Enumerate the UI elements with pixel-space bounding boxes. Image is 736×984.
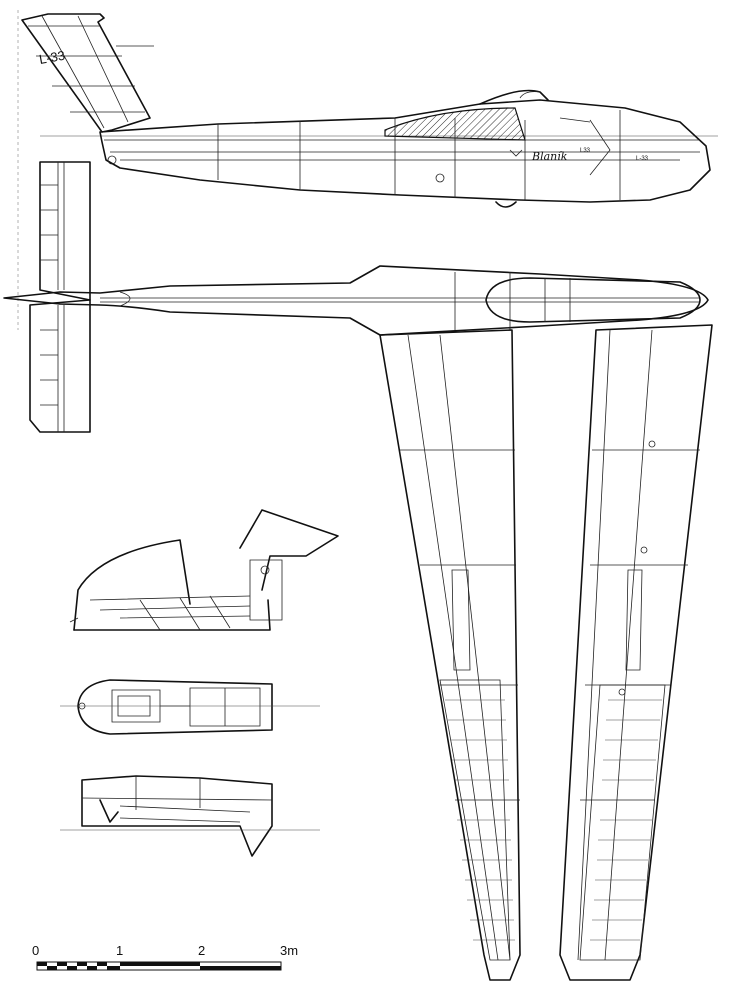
scale-label-3m: 3m [280, 943, 298, 958]
cockpit-side-detail [69, 509, 339, 631]
tow-hook-icon [435, 173, 445, 183]
marking-small-b: L-33 [636, 156, 649, 162]
horizontal-tail-left [39, 161, 91, 301]
scale-label-0: 0 [32, 943, 39, 958]
canopy-top [485, 277, 701, 323]
scale-label-2: 2 [198, 943, 205, 958]
top-view-fuselage [3, 161, 709, 433]
marking-small-a: L33 [580, 148, 591, 154]
main-wheel-icon [495, 201, 517, 208]
vertical-tail [21, 13, 151, 133]
fuselage-top [3, 265, 709, 336]
fuselage-side [99, 99, 711, 203]
registration-text: L-33 [38, 48, 66, 67]
horizontal-tail-right [29, 299, 91, 433]
cockpit-top-detail [60, 679, 320, 735]
side-view: L-33 Blaník L33 L-33 [17, 10, 718, 330]
rear-fuselage-detail [60, 775, 320, 857]
scale-bar: 0 1 2 3m [32, 943, 298, 971]
wing-left [379, 329, 521, 981]
wing-right [559, 324, 713, 981]
glider-name-text: Blaník [531, 150, 568, 163]
scale-label-1: 1 [116, 943, 123, 958]
